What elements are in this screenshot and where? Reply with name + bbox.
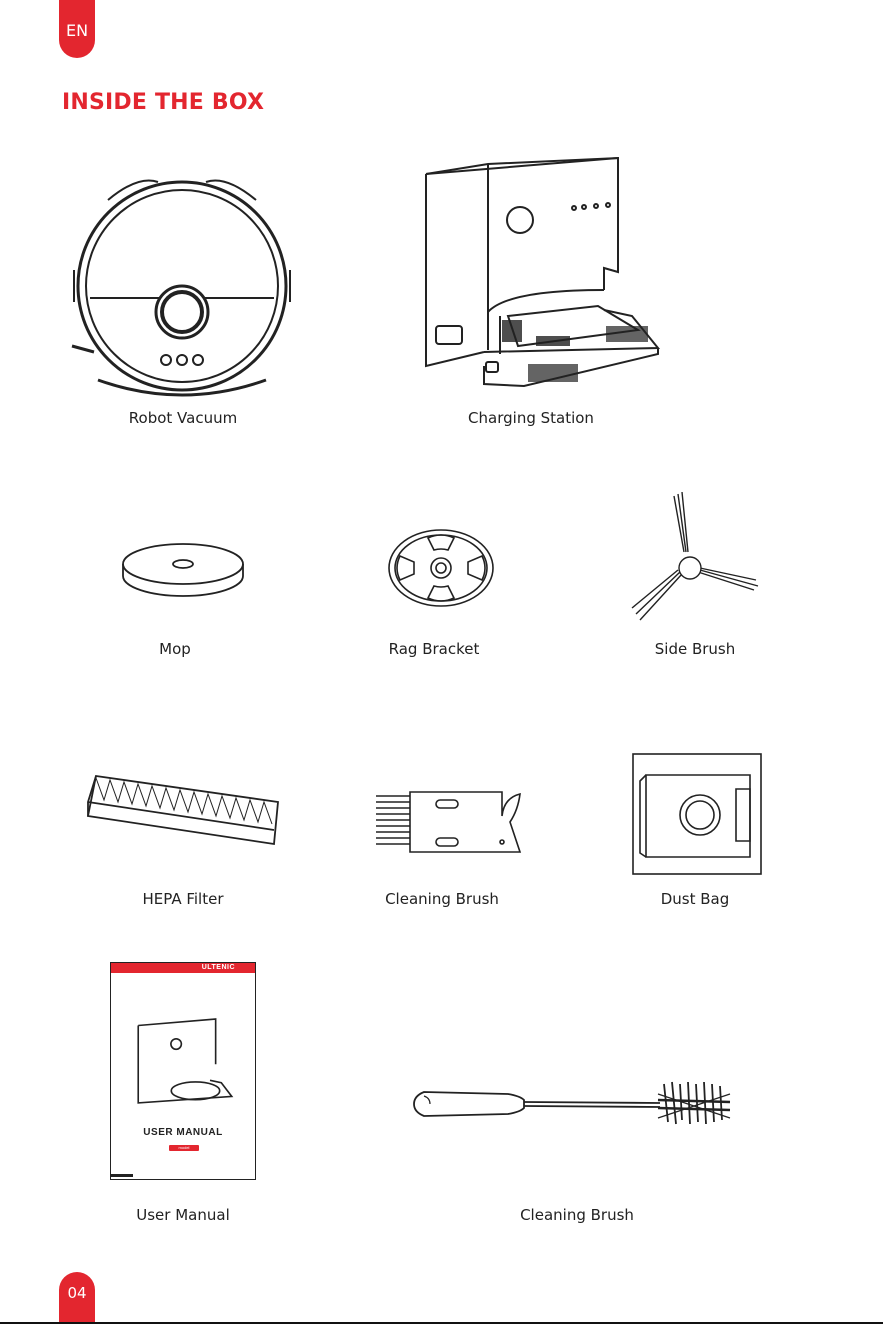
manual-model-badge: model [169,1145,199,1151]
item-caption-user-manual: User Manual [136,1206,229,1224]
robot-vacuum-illustration [68,170,296,398]
item-caption-mop: Mop [159,640,191,658]
mop-illustration [120,540,246,602]
item-caption-cleaning-brush: Cleaning Brush [385,890,499,908]
rag-bracket-illustration [386,526,496,612]
manual-footer-bar [111,1174,133,1177]
item-caption-side-brush: Side Brush [655,640,736,658]
page-number-tab: 04 [59,1272,95,1324]
cleaning-brush-long-illustration [412,1078,748,1126]
user-manual-illustration: ULTENIC USER MANUAL model [110,962,256,1180]
manual-station-illustration [135,1003,235,1123]
hepa-filter-illustration [84,772,280,850]
item-caption-robot-vacuum: Robot Vacuum [129,409,237,427]
manual-header-bar: ULTENIC [111,963,255,973]
dust-bag-illustration [632,753,762,875]
language-tab: EN [59,0,95,58]
manual-title: USER MANUAL [111,1127,255,1138]
item-caption-cleaning-brush-long: Cleaning Brush [520,1206,634,1224]
page-title: INSIDE THE BOX [62,90,264,115]
item-caption-rag-bracket: Rag Bracket [389,640,480,658]
item-caption-hepa-filter: HEPA Filter [142,890,223,908]
side-brush-illustration [628,492,762,622]
manual-brand-label: ULTENIC [202,963,235,973]
item-caption-charging-station: Charging Station [468,409,594,427]
charging-station-illustration [418,140,666,394]
item-caption-dust-bag: Dust Bag [661,890,730,908]
cleaning-brush-tool-illustration [374,786,526,858]
